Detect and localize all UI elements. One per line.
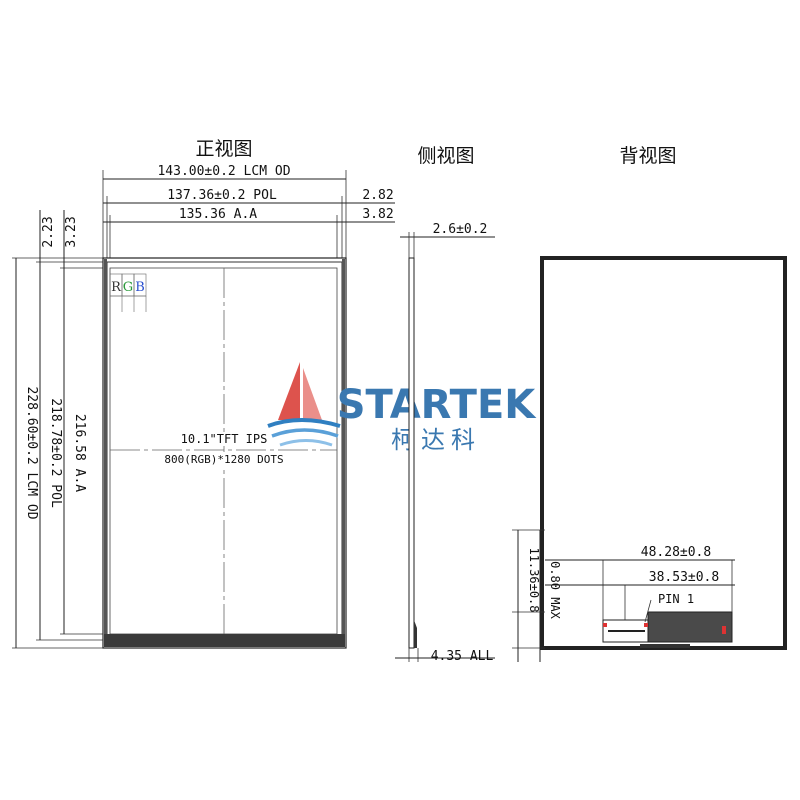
dim-aa-width: 135.36 A.A (179, 207, 257, 222)
rgb-label-r: R (111, 280, 122, 295)
logo-sail-right (303, 368, 322, 420)
side-view: 侧视图 2.6±0.2 4.35 ALL (395, 145, 495, 664)
dim-lcm-od-width: 143.00±0.2 LCM OD (157, 164, 290, 179)
back-fpc-edge (640, 644, 690, 648)
back-panel-frame (540, 256, 787, 650)
logo-chinese: 柯达科 (391, 426, 481, 454)
logo-sail-left (278, 362, 300, 420)
front-view-title: 正视图 (195, 138, 252, 160)
left-bezel (104, 259, 107, 634)
front-view: 正视图 143.00±0.2 LCM OD 137.36±0.2 POL 2.8… (12, 138, 395, 649)
startek-logo: STARTEK 柯达科 (267, 362, 538, 454)
dim-aa-height: 216.58 A.A (72, 414, 87, 492)
side-fpc (414, 620, 417, 648)
back-view-title: 背视图 (619, 145, 676, 167)
rgb-label-g: G (123, 280, 133, 295)
pin1-leader (644, 599, 652, 623)
dim-fpc-max: 0.80 MAX (548, 561, 562, 620)
dim-pol-width: 137.36±0.2 POL (167, 188, 277, 203)
resolution-label: 800(RGB)*1280 DOTS (164, 453, 283, 466)
dim-left-aa-offset: 3.23 (64, 216, 79, 247)
logo-name: STARTEK (337, 382, 538, 428)
logo-wave-2 (271, 428, 339, 438)
dim-fpc-width1: 48.28±0.8 (641, 545, 711, 560)
dim-right-aa-offset: 3.82 (362, 207, 393, 222)
back-view: 背视图 PIN 1 48.28±0.8 38.53±0.8 11.36±0.8 … (512, 145, 787, 662)
dim-fpc-width2: 38.53±0.8 (649, 570, 719, 585)
dim-right-pol-offset: 2.82 (362, 188, 393, 203)
right-bezel (342, 259, 345, 634)
back-connector (647, 611, 733, 643)
side-view-title: 侧视图 (417, 145, 474, 167)
bottom-bezel (104, 634, 345, 647)
dim-all: 4.35 ALL (431, 649, 494, 664)
panel-type-label: 10.1"TFT IPS (181, 432, 268, 446)
pin1-label: PIN 1 (658, 592, 694, 606)
logo-wave-3 (279, 439, 333, 447)
dim-pol-height: 218.78±0.2 POL (48, 398, 63, 508)
dim-left-pol-offset: 2.23 (41, 216, 56, 247)
rgb-pixel-cell: R G B (109, 273, 147, 312)
dim-thickness: 2.6±0.2 (433, 222, 488, 237)
side-panel-body (408, 257, 415, 649)
logo-wave-1 (267, 418, 341, 428)
pin1-marker (603, 623, 607, 627)
dim-fpc-height: 11.36±0.8 (527, 547, 541, 612)
dim-lcm-od-height: 228.60±0.2 LCM OD (24, 386, 39, 519)
rgb-label-b: B (135, 280, 145, 295)
